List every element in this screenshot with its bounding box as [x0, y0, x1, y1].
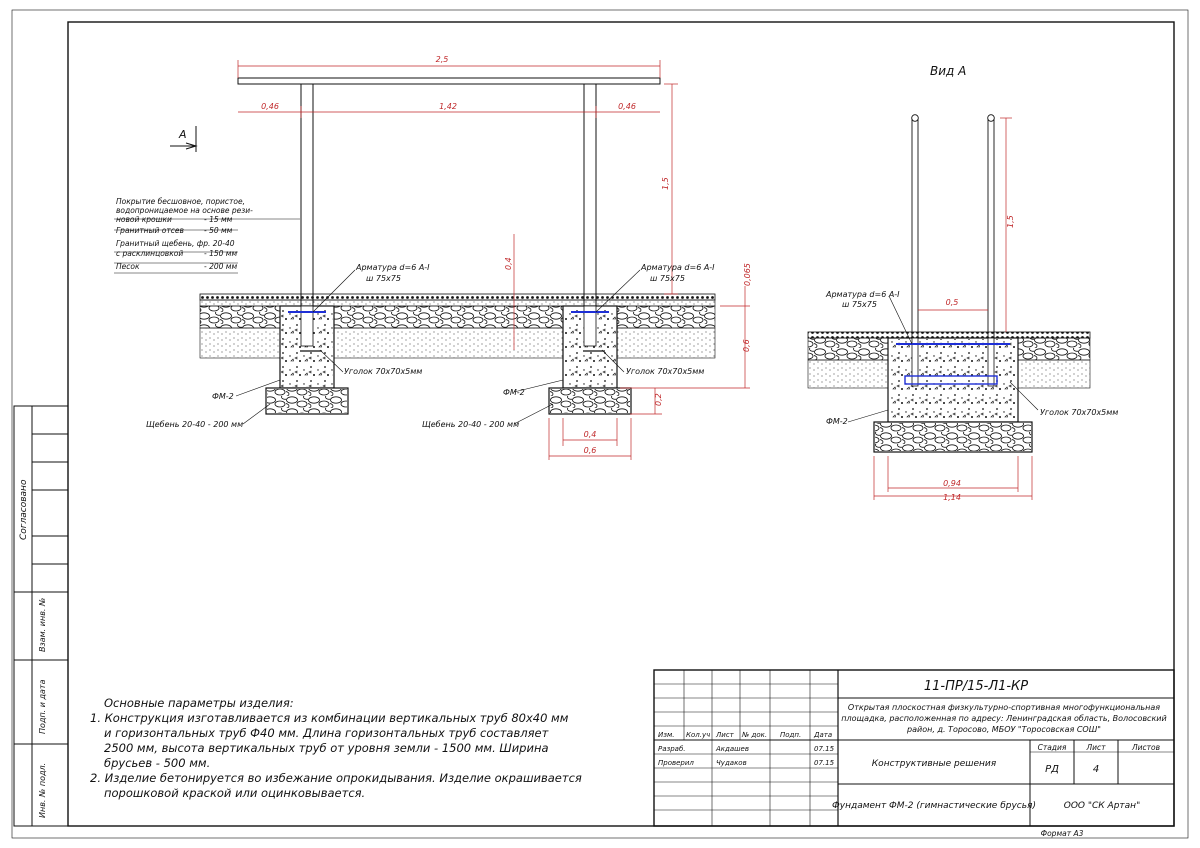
checked-name: Чудаков	[716, 759, 747, 767]
dim-foundation-depth: 0,6	[742, 339, 751, 352]
developed-name: Акдашев	[715, 745, 749, 753]
view-a-angle-label: Уголок 70х70х5мм	[1040, 408, 1118, 417]
dim-base-width: 0,6	[584, 446, 597, 455]
dim-height: 1,5	[661, 177, 670, 190]
checked-label: Проверил	[658, 759, 694, 767]
view-a-fm-label: ФМ-2	[826, 417, 848, 426]
dim-base-depth: 0,2	[654, 393, 663, 406]
view-a-rebar-size: ш 75х75	[842, 300, 877, 309]
left-post-embedded	[300, 305, 314, 347]
view-a-rebar-label: Арматура d=6 А-I	[825, 290, 900, 299]
layer-row-7: Песок	[116, 262, 140, 271]
layer-table	[114, 218, 300, 274]
view-a-height: 1,5	[1006, 215, 1015, 228]
object-line-2: площадка, расположенная по адресу: Ленин…	[841, 714, 1166, 723]
dim-depth-mark: 0,4	[504, 257, 513, 270]
sand-layer	[199, 327, 716, 359]
product-notes: Основные параметры изделия: 1. Конструкц…	[90, 696, 620, 801]
layer-row-7-value: - 200 мм	[204, 262, 237, 271]
crushed-stone-layer	[199, 305, 716, 329]
notes-title: Основные параметры изделия:	[104, 696, 294, 710]
angle-label-right: Уголок 70х70х5мм	[626, 367, 704, 376]
rebar-size-left: ш 75х75	[366, 274, 401, 283]
stamp-agreed-label: Согласовано	[19, 479, 29, 540]
view-a-left-post	[911, 117, 919, 347]
rebar-size-right: ш 75х75	[650, 274, 685, 283]
layer-row-4: Гранитный отсев	[116, 226, 184, 235]
main-section: 2,5 0,46 1,42 0,46 1,5 0,4 0,065 0,6 0,2…	[114, 55, 752, 460]
stage-label: Стадия	[1038, 743, 1067, 752]
company-name: ООО "СК Артан"	[1064, 801, 1140, 811]
screening-layer	[199, 299, 716, 307]
rebar-label-left: Арматура d=6 А-I	[355, 263, 430, 272]
layer-row-1: Покрытие бесшовное, пористое,	[116, 197, 245, 206]
note-1-line-3: 2500 мм, высота вертикальных труб от уро…	[104, 741, 549, 755]
layer-row-6: с расклинцовкой	[116, 249, 183, 258]
dim-overall-width: 2,5	[436, 55, 449, 64]
layer-row-2: водопроницаемое на основе рези-	[116, 206, 253, 215]
stamp-sign-date-label: Подп. и дата	[38, 679, 47, 734]
sheet-label: Лист	[1085, 743, 1106, 752]
stamp-replace-label: Взам. инв. №	[38, 598, 47, 652]
view-arrow	[170, 126, 198, 152]
view-a-inner-width: 0,94	[943, 479, 961, 488]
note-2-line-2: порошковой краской или оцинковывается.	[104, 786, 366, 800]
header-sign: Подп.	[780, 731, 801, 739]
header-sheet: Лист	[715, 731, 735, 739]
gravel-label-right: Щебень 20-40 - 200 мм	[422, 420, 519, 429]
fm-label-right: ФМ-2	[503, 388, 525, 397]
layer-row-3: новой крошки	[116, 215, 172, 224]
view-a-outer-width: 1,14	[943, 493, 961, 502]
developed-label: Разраб.	[658, 745, 686, 753]
note-2-line-1: 2. Изделие бетонируется во избежание опр…	[90, 771, 582, 785]
view-a-right-post	[987, 117, 995, 347]
horizontal-bar	[237, 77, 661, 85]
stamp-inventory-label: Инв. № подл.	[38, 763, 47, 818]
header-date: Дата	[813, 731, 832, 739]
dim-left-overhang: 0,46	[261, 102, 279, 111]
gravel-label-left: Щебень 20-40 - 200 мм	[146, 420, 243, 429]
note-1-line-1: 1. Конструкция изготавливается из комбин…	[90, 711, 569, 725]
view-a: Вид А 1,5 0,5 0,94 1,14	[807, 64, 1118, 502]
layer-row-5: Гранитный щебень, фр. 20-40	[116, 239, 235, 248]
title-block	[653, 669, 1175, 827]
side-stamp	[13, 405, 69, 827]
object-line-1: Открытая плоскостная физкультурно-спорти…	[848, 703, 1160, 712]
view-a-title: Вид А	[930, 64, 966, 78]
checked-date: 07.15	[814, 759, 835, 767]
sheet-value: 4	[1093, 764, 1099, 775]
developed-date: 07.15	[814, 745, 835, 753]
header-doc: № док.	[741, 731, 767, 739]
drawing-name: Фундамент ФМ-2 (гимнастические брусья)	[832, 801, 1036, 811]
angle-label-left: Уголок 70х70х5мм	[344, 367, 422, 376]
fm-label-left: ФМ-2	[212, 392, 234, 401]
dim-span: 1,42	[439, 102, 457, 111]
note-1-line-2: и горизонтальных труб Ф40 мм. Длина гори…	[104, 726, 549, 740]
object-line-3: район, д. Торосово, МБОУ "Торосовская СО…	[906, 725, 1101, 734]
section-name: Конструктивные решения	[872, 759, 997, 769]
layer-row-4-value: - 50 мм	[204, 226, 233, 235]
right-post-embedded	[583, 305, 597, 347]
view-a-spacing: 0,5	[946, 298, 959, 307]
dim-right-overhang: 0,46	[618, 102, 636, 111]
layer-row-6-value: - 150 мм	[204, 249, 237, 258]
sheets-label: Листов	[1131, 743, 1160, 752]
note-1-line-4: брусьев - 500 мм.	[104, 756, 211, 770]
layer-row-3-value: - 15 мм	[204, 215, 233, 224]
leader-lines	[235, 269, 641, 425]
dim-cover-mark: 0,065	[743, 263, 752, 286]
rebar-label-right: Арматура d=6 А-I	[640, 263, 715, 272]
main-dimensions	[237, 60, 750, 460]
dim-foundation-width: 0,4	[584, 430, 597, 439]
stage-value: РД	[1045, 764, 1059, 775]
cover-layer	[199, 293, 716, 301]
header-change: Изм.	[658, 731, 674, 739]
format-label: Формат А3	[1041, 829, 1084, 838]
view-label: А	[178, 128, 187, 141]
header-count: Кол.уч	[686, 731, 710, 739]
project-code: 11-ПР/15-Л1-КР	[924, 679, 1028, 694]
